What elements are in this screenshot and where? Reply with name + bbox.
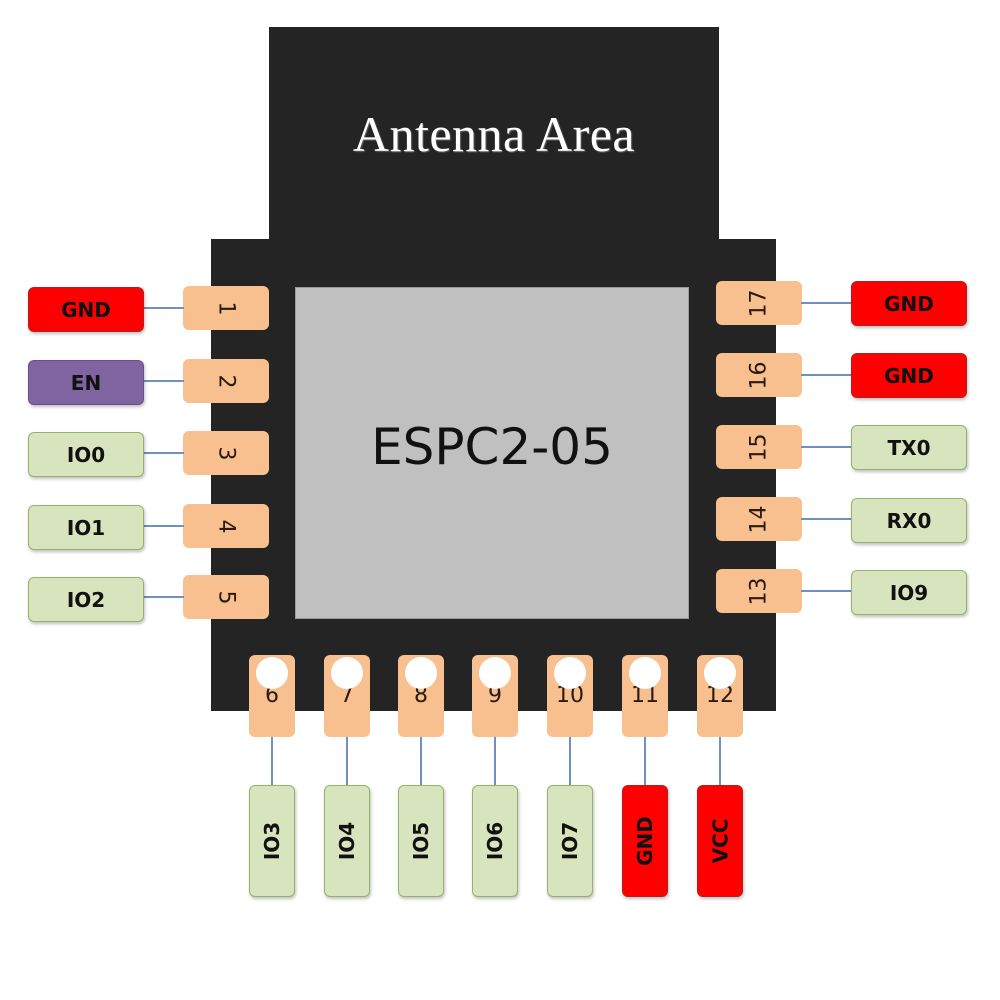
pin-hole (256, 657, 288, 689)
connector-line (420, 737, 422, 785)
pin-hole (554, 657, 586, 689)
connector-line (144, 380, 184, 382)
pin-label: IO5 (398, 785, 444, 897)
pin-label-text: EN (70, 370, 102, 395)
pin-number: 2 (213, 374, 239, 388)
connector-line (569, 737, 571, 785)
connector-line (346, 737, 348, 785)
pin-pad: 8 (398, 655, 444, 737)
connector-line (801, 590, 851, 592)
pin-label: EN (28, 360, 144, 405)
pin-pad: 17 (716, 281, 802, 325)
connector-line (144, 525, 184, 527)
pin-label: IO9 (851, 570, 967, 615)
pin-label-text: IO4 (334, 821, 359, 861)
pin-label-text: VCC (708, 818, 732, 864)
pin-hole (704, 657, 736, 689)
pin-label-text: IO9 (889, 580, 929, 605)
pin-pad: 9 (472, 655, 518, 737)
connector-line (271, 737, 273, 785)
pin-pad: 4 (183, 504, 269, 548)
antenna-label: Antenna Area (352, 106, 636, 162)
pin-label: IO0 (28, 432, 144, 477)
pin-label-text: GND (884, 291, 934, 316)
pin-number: 7 (340, 683, 354, 708)
pin-label-text: IO0 (66, 442, 106, 467)
pin-pad: 15 (716, 425, 802, 469)
pin-label: GND (851, 281, 967, 326)
pin-hole (331, 657, 363, 689)
pin-label-text: IO2 (66, 587, 106, 612)
pin-number: 17 (746, 289, 772, 317)
connector-line (801, 518, 851, 520)
connector-line (494, 737, 496, 785)
pin-label: GND (622, 785, 668, 897)
pin-pad: 3 (183, 431, 269, 475)
connector-line (719, 737, 721, 785)
pin-label: IO2 (28, 577, 144, 622)
pin-number: 8 (414, 683, 428, 708)
connector-line (644, 737, 646, 785)
pin-pad: 6 (249, 655, 295, 737)
pin-pad: 10 (547, 655, 593, 737)
pin-hole (629, 657, 661, 689)
pin-label: GND (851, 353, 967, 398)
pin-pad: 12 (697, 655, 743, 737)
pin-label-text: IO1 (66, 515, 106, 540)
connector-line (801, 374, 851, 376)
pin-pad: 1 (183, 286, 269, 330)
pin-pad: 14 (716, 497, 802, 541)
antenna-area: Antenna Area (269, 27, 719, 241)
connector-line (144, 307, 184, 309)
pin-number: 16 (746, 361, 772, 389)
pin-number: 14 (746, 505, 772, 533)
pin-number: 3 (213, 446, 239, 460)
pin-label: IO7 (547, 785, 593, 897)
pin-label: IO1 (28, 505, 144, 550)
connector-line (144, 452, 184, 454)
pin-number: 9 (488, 683, 502, 708)
pin-pad: 16 (716, 353, 802, 397)
pin-label-text: GND (633, 816, 658, 866)
connector-line (801, 446, 851, 448)
pin-label-text: GND (61, 297, 111, 322)
pin-pad: 7 (324, 655, 370, 737)
pin-label-text: RX0 (886, 508, 932, 533)
pin-number: 15 (746, 433, 772, 461)
pin-number: 6 (265, 683, 279, 708)
pin-pad: 5 (183, 575, 269, 619)
pin-label-text: IO5 (408, 821, 433, 861)
pin-number: 1 (213, 301, 239, 315)
pin-label-text: IO6 (482, 821, 507, 861)
module-core: ESPC2-05 (295, 287, 689, 619)
pin-hole (479, 657, 511, 689)
pin-hole (405, 657, 437, 689)
pin-label: IO3 (249, 785, 295, 897)
pin-pad: 13 (716, 569, 802, 613)
pin-pad: 11 (622, 655, 668, 737)
pin-label: GND (28, 287, 144, 332)
pin-number: 13 (746, 577, 772, 605)
pin-label: TX0 (851, 425, 967, 470)
pin-label-text: IO3 (259, 821, 284, 861)
connector-line (801, 302, 851, 304)
pin-label: RX0 (851, 498, 967, 543)
connector-line (144, 596, 184, 598)
pin-label: IO4 (324, 785, 370, 897)
pin-label: IO6 (472, 785, 518, 897)
pin-pad: 2 (183, 359, 269, 403)
pin-number: 4 (213, 519, 239, 533)
pin-label-text: GND (884, 363, 934, 388)
pin-number: 5 (213, 590, 239, 604)
module-name: ESPC2-05 (371, 418, 613, 476)
pin-label-text: IO7 (557, 821, 582, 861)
pin-label-text: TX0 (887, 435, 931, 460)
pin-label: VCC (697, 785, 743, 897)
